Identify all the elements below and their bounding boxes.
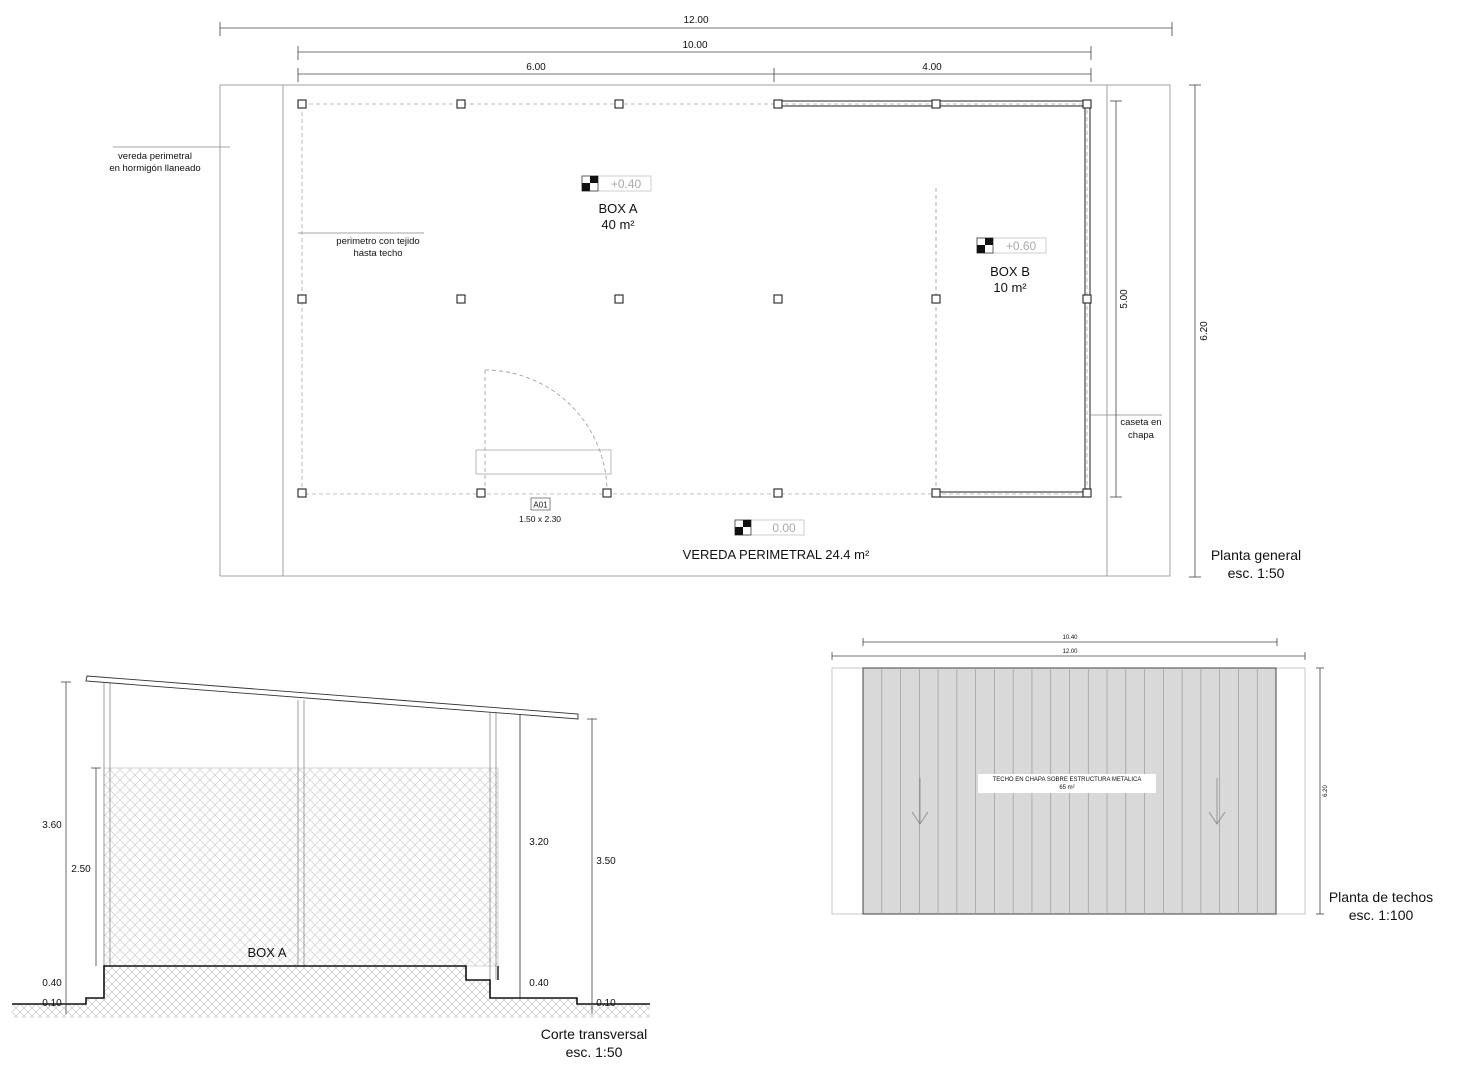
box-b-name: BOX B [990, 264, 1030, 279]
roof-scale: esc. 1:100 [1349, 907, 1414, 923]
caseta-annotation-1: caseta en [1120, 417, 1161, 428]
roof-area: 65 m² [1059, 785, 1074, 791]
dim-0-10-right: 0.10 [596, 998, 616, 1009]
dim-10-40: 10.40 [1062, 635, 1078, 641]
dim-inner: 10.00 [682, 40, 707, 51]
floor-plan: 12.00 10.00 6.00 4.00 [109, 15, 1301, 581]
door-a01: A01 1.50 x 2.30 [475, 369, 612, 524]
dim-3-60: 3.60 [42, 820, 62, 831]
box-b-level-marker: +0.60 [976, 237, 1047, 254]
columns [297, 99, 1092, 498]
box-a-area: 40 m² [601, 217, 635, 232]
caseta-annotation-2: chapa [1128, 430, 1155, 441]
roof-label: TECHO EN CHAPA SOBRE ESTRUCTURA METALICA [993, 777, 1142, 783]
box-a-level-marker: +0.40 [581, 175, 652, 192]
box-a-name: BOX A [598, 201, 637, 216]
platform-hatch [86, 966, 577, 1004]
dim-total: 12.00 [683, 15, 708, 26]
mesh-fence [103, 767, 499, 967]
section-title: Corte transversal [541, 1026, 648, 1042]
section-box-label: BOX A [247, 945, 286, 960]
soil-hatch [12, 1004, 650, 1018]
vereda-annotation-1: vereda perimetral [118, 151, 192, 162]
vereda-level-marker: 0.00 [734, 519, 805, 536]
perimetro-annotation-1: perimetro con tejido [336, 236, 419, 247]
dim-outer-depth: 6.20 [1199, 321, 1210, 341]
plan-dimensions-top: 12.00 10.00 6.00 4.00 [219, 15, 1173, 82]
mesh-perimeter [301, 103, 1088, 495]
plan-title: Planta general [1211, 547, 1301, 563]
perimetro-annotation-2: hasta techo [353, 248, 402, 259]
slope-arrow-left [911, 778, 929, 825]
cross-section: 3.60 2.50 0.40 0.10 3.20 3.50 0.40 0.10 … [12, 675, 650, 1060]
box-b-area: 10 m² [993, 280, 1027, 295]
vereda-level: 0.00 [772, 521, 796, 535]
slope-arrow-right [1208, 778, 1226, 825]
sidewalk-outline [219, 84, 1171, 577]
door-tag: A01 [533, 501, 548, 510]
dim-3-50: 3.50 [596, 856, 616, 867]
vereda-title: VEREDA PERIMETRAL 24.4 m² [683, 547, 870, 562]
vereda-annotation-2: en hormigón llaneado [109, 163, 200, 174]
dim-6-20: 6.20 [1323, 785, 1329, 797]
section-scale: esc. 1:50 [566, 1044, 623, 1060]
roof-title: Planta de techos [1329, 889, 1433, 905]
box-a-level: +0.40 [611, 177, 642, 191]
door-size: 1.50 x 2.30 [519, 514, 561, 524]
dim-right: 4.00 [922, 62, 942, 73]
box-b-level: +0.60 [1006, 239, 1037, 253]
roof-plan: 10.40 12.00 6.20 TECHO EN CHAPA SOBRE ES… [831, 635, 1433, 923]
dim-depth: 5.00 [1119, 289, 1130, 309]
roof-sheet [85, 675, 579, 720]
dim-0-10-left: 0.10 [42, 998, 62, 1009]
plan-scale: esc. 1:50 [1228, 565, 1285, 581]
ground-profile [12, 965, 650, 1005]
dim-0-40-left: 0.40 [42, 978, 62, 989]
dim-3-20: 3.20 [529, 837, 549, 848]
dim-0-40-right: 0.40 [529, 978, 549, 989]
dim-12-00: 12.00 [1062, 649, 1078, 655]
dim-2-50: 2.50 [71, 864, 91, 875]
dim-left: 6.00 [526, 62, 546, 73]
